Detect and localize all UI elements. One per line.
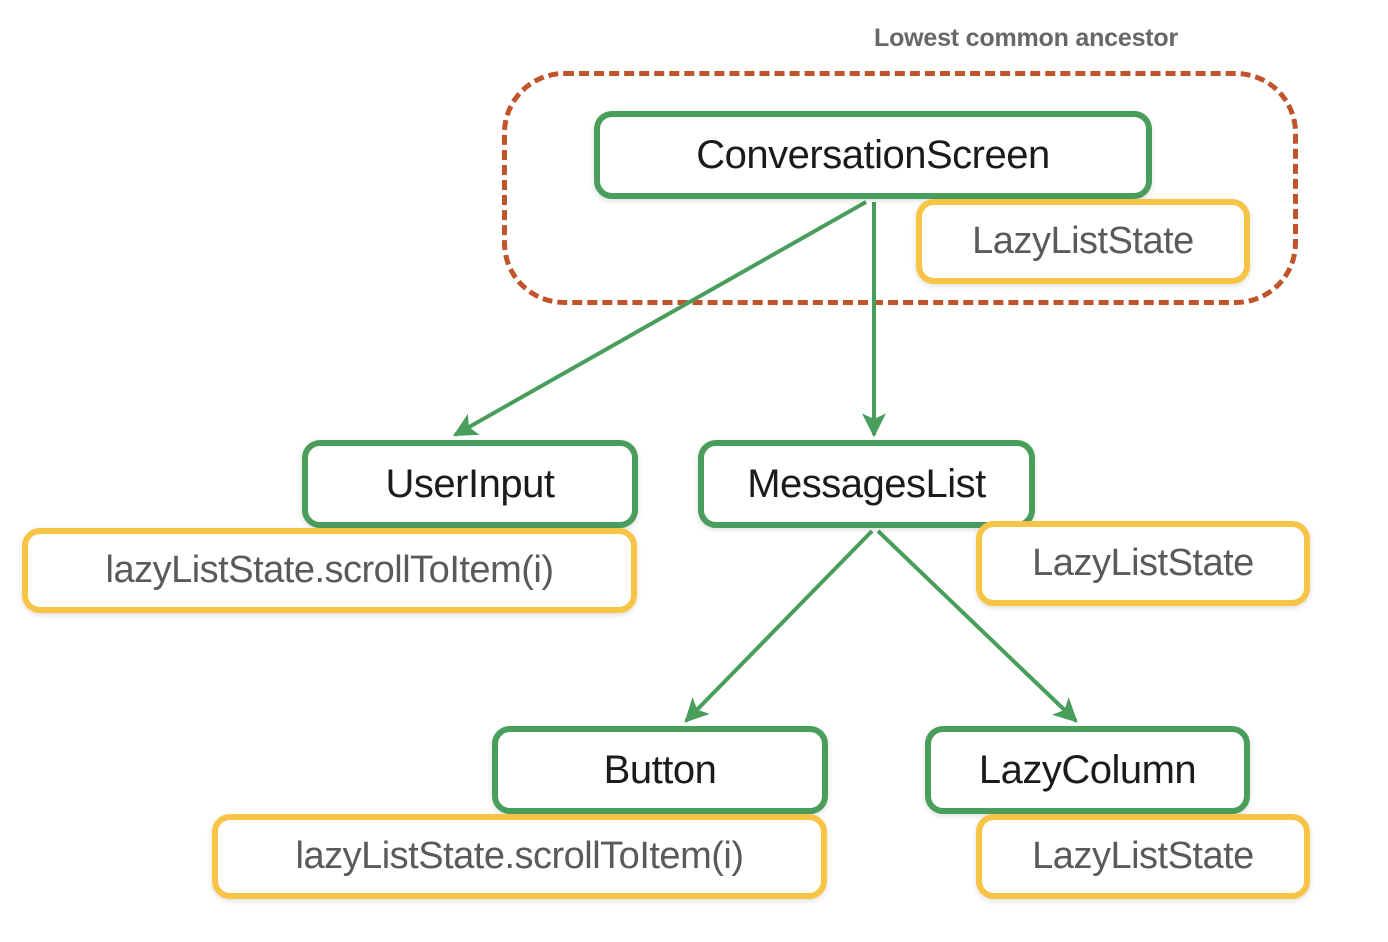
node-messages-list-label: MessagesList (747, 461, 986, 506)
badge-messageslist-lazyliststate-label: LazyListState (1032, 542, 1254, 584)
node-user-input-label: UserInput (385, 461, 555, 506)
node-button[interactable]: Button (492, 726, 828, 814)
badge-userinput-scroll-call-label: lazyListState.scrollToItem(i) (105, 549, 554, 591)
badge-lca-lazyliststate[interactable]: LazyListState (916, 199, 1250, 284)
node-conversation-screen-label: ConversationScreen (696, 132, 1050, 177)
badge-userinput-scroll-call[interactable]: lazyListState.scrollToItem(i) (22, 528, 637, 613)
node-messages-list[interactable]: MessagesList (698, 440, 1035, 528)
node-conversation-screen[interactable]: ConversationScreen (594, 111, 1152, 199)
node-user-input[interactable]: UserInput (302, 440, 638, 528)
badge-messageslist-lazyliststate[interactable]: LazyListState (976, 521, 1310, 606)
badge-button-scroll-call-label: lazyListState.scrollToItem(i) (295, 835, 744, 877)
badge-lca-lazyliststate-label: LazyListState (972, 220, 1194, 262)
lowest-common-ancestor-group (502, 71, 1298, 305)
node-lazy-column[interactable]: LazyColumn (925, 726, 1250, 814)
badge-lazycolumn-lazyliststate-label: LazyListState (1032, 835, 1254, 877)
node-button-label: Button (603, 747, 717, 792)
badge-button-scroll-call[interactable]: lazyListState.scrollToItem(i) (212, 814, 827, 899)
badge-lazycolumn-lazyliststate[interactable]: LazyListState (976, 814, 1310, 899)
lowest-common-ancestor-caption: Lowest common ancestor (874, 24, 1178, 52)
edge-messageslist-to-button (684, 529, 874, 723)
node-lazy-column-label: LazyColumn (978, 747, 1197, 792)
